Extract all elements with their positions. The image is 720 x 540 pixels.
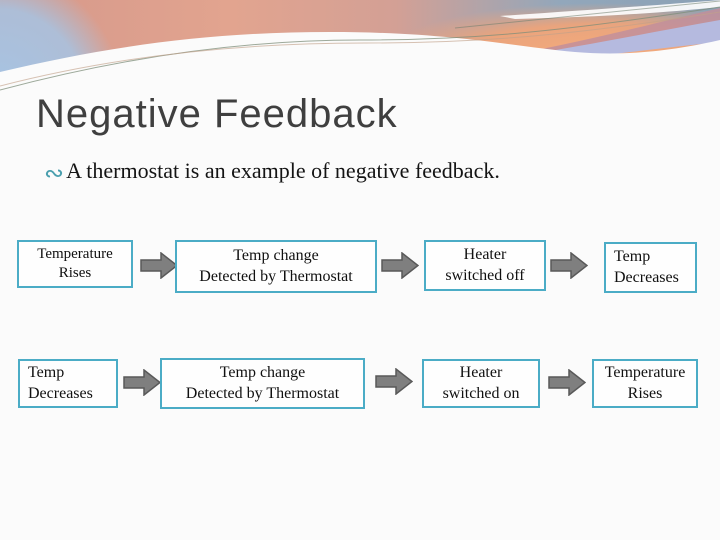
box-line: Rises [627,384,663,402]
flow-box-temp-change-detected: Temp change Detected by Thermostat [175,240,377,293]
box-line: switched off [445,266,525,284]
slide-title: Negative Feedback [36,92,398,136]
box-line: switched on [442,384,520,402]
flow-arrow-icon [140,252,178,279]
ribbon-bullet-icon: ∾ [44,159,65,187]
box-line: Temperature [604,364,686,382]
flow-box-temp-decreases: Temp Decreases [604,242,697,293]
box-line: Temp change [233,247,319,265]
flow-box-temp-change-detected: Temp change Detected by Thermostat [160,358,365,409]
bullet-line: ∾ A thermostat is an example of negative… [44,156,500,187]
box-line: Heater [463,246,507,264]
box-line: Decreases [614,268,679,286]
box-line: Temp [614,248,651,266]
box-line: Detected by Thermostat [185,384,340,402]
box-line: Decreases [28,384,93,402]
box-line: Temp [28,364,65,382]
flow-box-heater-switched-off: Heater switched off [424,240,546,291]
header-wave-decoration [0,0,720,95]
flow-box-temperature-rises: Temperature Rises [592,359,698,408]
flow-box-heater-switched-on: Heater switched on [422,359,540,408]
flow-box-temperature-rises: Temperature Rises [17,240,133,288]
bullet-text: A thermostat is an example of negative f… [66,158,500,183]
box-line: Detected by Thermostat [199,267,353,285]
box-line: Temp change [219,364,306,382]
box-line: Temperature [37,245,113,262]
flow-box-temp-decreases: Temp Decreases [18,359,118,408]
box-line: Heater [459,364,503,382]
flow-arrow-icon [123,369,161,396]
flow-arrow-icon [375,368,413,395]
flow-arrow-icon [548,369,586,396]
flow-arrow-icon [381,252,419,279]
flow-arrow-icon [550,252,588,279]
box-line: Rises [58,265,92,281]
